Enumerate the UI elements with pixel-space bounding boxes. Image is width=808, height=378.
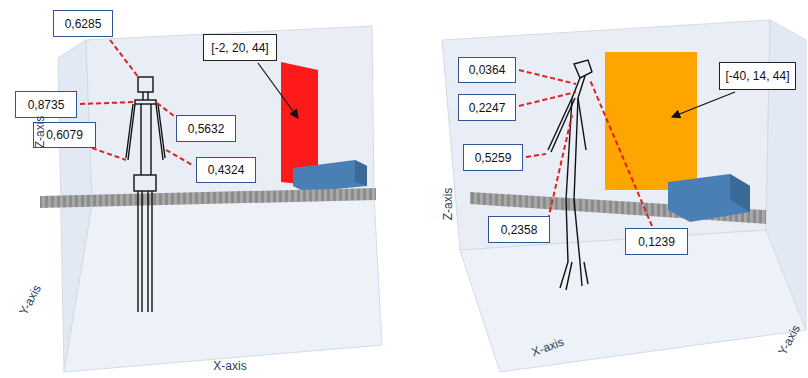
value-text: 0,2247 (469, 101, 506, 115)
value-text: 0,0364 (469, 63, 506, 77)
axis-label: Y-axis (16, 282, 44, 317)
value-box: 0,5632 (176, 115, 236, 142)
value-text: 0,4324 (208, 163, 245, 177)
value-box: 0,4324 (196, 157, 256, 183)
value-text: 0,8735 (28, 98, 65, 112)
value-text: 0,6079 (46, 128, 83, 142)
value-box: 0,2247 (458, 94, 516, 121)
value-text: 0,5259 (475, 151, 512, 165)
value-box: 0,0364 (458, 57, 516, 83)
axis-label: X-axis (213, 359, 246, 373)
value-box: 0,8735 (15, 91, 77, 118)
coordinate-box: [-2, 20, 44] (203, 34, 277, 61)
value-text: 0,6285 (65, 17, 102, 31)
value-box: 0,6285 (53, 10, 113, 37)
axis-label: Z-axis (33, 116, 47, 149)
value-box: 0,1239 (625, 228, 688, 255)
value-text: [-40, 14, 44] (725, 69, 789, 83)
value-text: 0,5632 (188, 122, 225, 136)
value-text: [-2, 20, 44] (211, 41, 268, 55)
axis-label: Z-axis (441, 188, 455, 221)
value-text: 0,2358 (501, 223, 538, 237)
value-box: 0,5259 (463, 144, 523, 171)
coordinate-box: [-40, 14, 44] (719, 62, 796, 90)
value-text: 0,1239 (638, 235, 675, 249)
value-box: 0,2358 (488, 216, 550, 243)
